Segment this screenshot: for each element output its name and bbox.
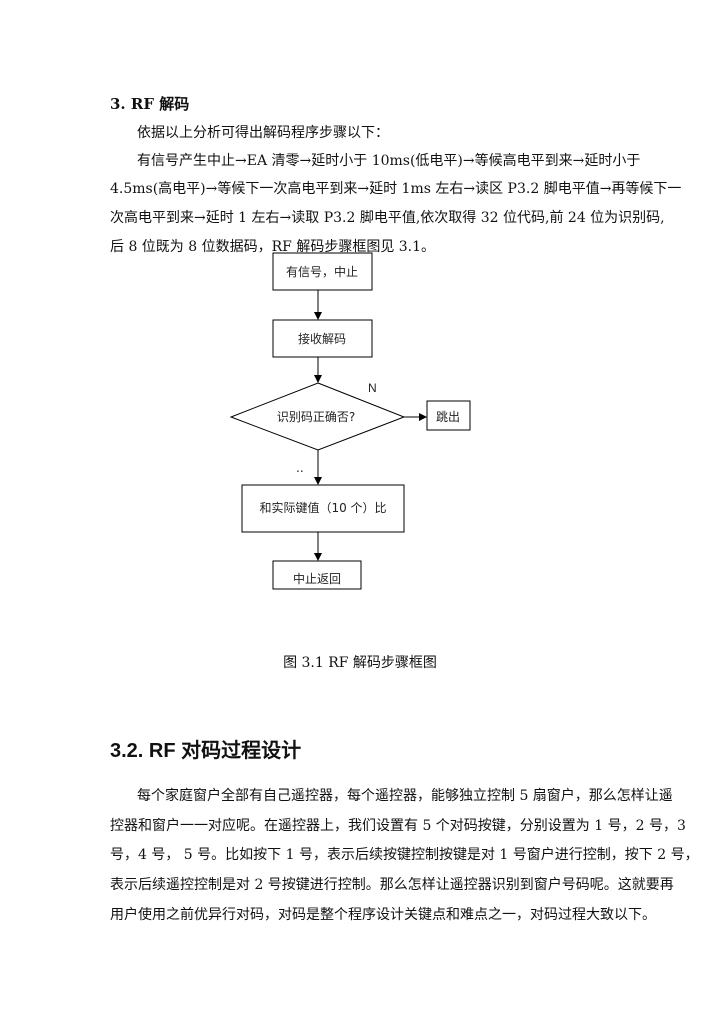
paragraph-line: 次高电平到来→延时 1 左右→读取 P3.2 脚电平值,依次取得 32 位代码,… [110, 210, 665, 226]
paragraph-line: 号，4 号， 5 号。比如按下 1 号，表示后续按键控制按键是对 1 号窗户进行… [110, 847, 699, 863]
flow-box-label: 和实际键值（10 个）比 [259, 500, 386, 515]
flow-box-return [272, 560, 362, 590]
paragraph-line: 依据以上分析可得出解码程序步骤以下： [137, 125, 389, 141]
no-branch-label: N [368, 381, 377, 395]
paragraph-line: 用户使用之前优异行对码，对码是整个程序设计关键点和难点之一，对码过程大致以下。 [110, 907, 656, 923]
yes-branch-label: .. [296, 461, 304, 475]
flow-box-compare [241, 484, 405, 533]
flow-box-receive-decode [272, 319, 373, 358]
paragraph-line: 控器和窗户一一对应呢。在遥控器上，我们设置有 5 个对码按键，分别设置为 1 号… [110, 818, 686, 834]
paragraph-line: 4.5ms(高电平)→等候下一次高电平到来→延时 1ms 左右→读区 P3.2 … [110, 181, 682, 197]
paragraph-line: 每个家庭窗户全部有自己遥控器，每个遥控器，能够独立控制 5 扇窗户，那么怎样让遥 [137, 788, 673, 804]
figure-caption: 图 3.1 RF 解码步骤框图 [283, 655, 437, 671]
flow-box-label: 接收解码 [298, 331, 346, 346]
paragraph-line: 有信号产生中止→EA 清零→延时小于 10ms(低电平)→等候高电平到来→延时小… [137, 153, 641, 169]
flow-box-label: 跳出 [436, 410, 460, 424]
flow-box-exit [426, 400, 471, 431]
section-heading-rf-decode: 3. RF 解码 [110, 95, 190, 113]
section-heading-rf-pairing: 3.2. RF 对码过程设计 [110, 740, 302, 762]
flow-box-label: 有信号，中止 [286, 264, 358, 279]
paragraph-line: 表示后续遥控控制是对 2 号按键进行控制。那么怎样让遥控器识别到窗户号码呢。这就… [110, 877, 674, 893]
flow-decision-label: 识别码正确否? [277, 410, 355, 424]
flow-box-label: 中止返回 [293, 571, 341, 586]
flow-box-signal-interrupt [272, 252, 373, 291]
paragraph-line: 后 8 位既为 8 位数据码，RF 解码步骤框图见 3.1。 [110, 239, 436, 255]
